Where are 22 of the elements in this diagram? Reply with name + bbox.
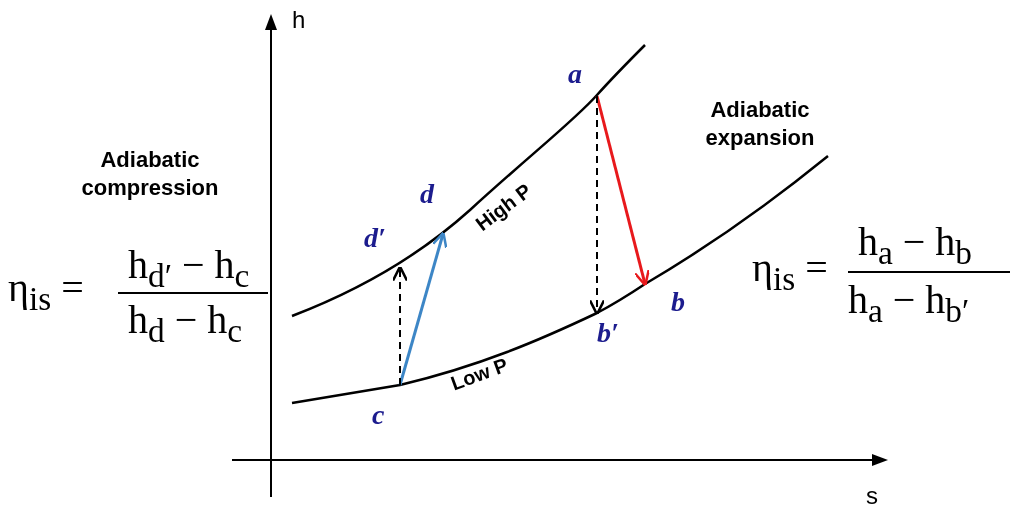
formula-term: h$_{a}$ − h$_{b}$ [858,222,973,270]
axis-label: s [866,484,878,508]
arrow [595,95,650,287]
curve-label: Low P [447,352,512,397]
formula-term: h$_{d}$ − h$_{c}$ [128,300,243,348]
arrow [398,231,448,386]
process-label: Adiabatic compression [80,146,220,201]
process-label: Adiabatic expansion [704,96,816,151]
point-label: d [420,178,444,234]
point-label: c [372,385,400,431]
dashed-arrow [588,95,606,316]
curve-label: High P [470,178,537,237]
point-label: b′ [590,313,626,349]
formula-term: h$_{d′}$ − h$_{c}$ [128,245,250,293]
point-label: d′ [364,222,400,268]
point-label: a [568,58,598,96]
point-label: b [645,284,685,318]
dashed-arrow [391,265,409,386]
formula-term: h$_{a}$ − h$_{b′}$ [848,280,970,328]
axis-label: h [292,8,306,32]
formula-term: η$_{is}$ = [8,268,84,316]
formula-term: η$_{is}$ = [752,248,828,296]
